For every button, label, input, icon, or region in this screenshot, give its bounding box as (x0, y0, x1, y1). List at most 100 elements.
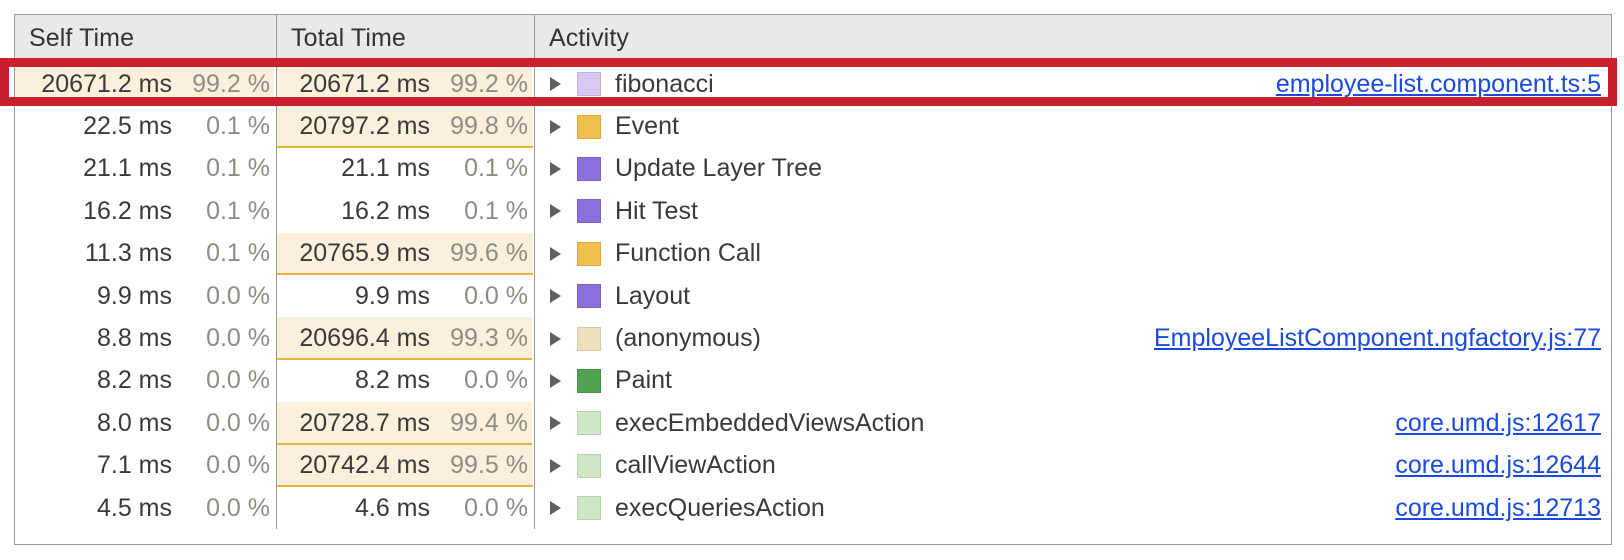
activity-name: Paint (615, 366, 672, 395)
expand-triangle-icon[interactable] (545, 455, 567, 477)
category-color-swatch-icon (577, 411, 601, 436)
source-location-link[interactable]: EmployeeListComponent.ngfactory.js:77 (1154, 324, 1601, 353)
expand-triangle-icon[interactable] (545, 116, 567, 138)
activity-name: execEmbeddedViewsAction (615, 408, 925, 437)
source-location-link[interactable]: core.umd.js:12617 (1395, 408, 1601, 437)
total-time-percent: 0.0 % (464, 493, 528, 522)
expand-triangle-icon[interactable] (545, 158, 567, 180)
category-color-swatch-icon (577, 496, 601, 521)
self-time-percent: 0.0 % (206, 493, 270, 522)
self-time-percent: 0.1 % (206, 239, 270, 268)
self-time-value: 22.5 ms (83, 112, 172, 141)
expand-triangle-icon[interactable] (545, 328, 567, 350)
self-time-value: 11.3 ms (84, 239, 172, 268)
source-location-link[interactable]: employee-list.component.ts:5 (1275, 69, 1601, 98)
self-time-percent: 0.0 % (206, 408, 270, 437)
activity-name: Update Layer Tree (615, 154, 823, 183)
expand-triangle-icon[interactable] (545, 73, 567, 95)
category-color-swatch-icon (577, 326, 601, 351)
self-time-percent: 0.0 % (206, 281, 270, 310)
column-header-total-time-label: Total Time (291, 24, 406, 52)
source-location-link[interactable]: core.umd.js:12713 (1395, 493, 1601, 522)
self-time-percent: 0.1 % (206, 196, 270, 225)
self-time-percent: 99.2 % (192, 69, 270, 98)
cell-activity: Layout (535, 275, 1611, 317)
cell-self-time: 16.2 ms 0.1 % (15, 190, 277, 233)
cell-self-time: 11.3 ms 0.1 % (15, 232, 277, 275)
self-time-value: 8.0 ms (96, 408, 172, 437)
cell-self-time: 4.5 ms 0.0 % (15, 486, 277, 530)
self-time-value: 21.1 ms (83, 154, 172, 183)
cell-self-time: 20671.2 ms 99.2 % (15, 63, 277, 106)
total-time-value: 8.2 ms (354, 366, 430, 395)
activity-name: Function Call (615, 239, 761, 268)
self-time-value: 9.9 ms (96, 281, 172, 310)
total-time-value: 20765.9 ms (299, 239, 430, 268)
cell-activity: Event (535, 105, 1611, 147)
self-time-percent: 0.0 % (206, 366, 270, 395)
total-time-percent: 99.2 % (450, 69, 528, 98)
cell-self-time: 9.9 ms 0.0 % (15, 274, 277, 318)
cell-activity: callViewAction core.umd.js:12644 (535, 445, 1611, 487)
category-color-swatch-icon (577, 199, 601, 224)
total-time-percent: 99.6 % (450, 239, 528, 268)
self-time-value: 4.5 ms (96, 493, 172, 522)
expand-triangle-icon[interactable] (545, 497, 567, 519)
total-time-value: 20797.2 ms (299, 112, 430, 141)
source-location-link[interactable]: core.umd.js:12644 (1395, 451, 1601, 480)
total-time-value: 4.6 ms (354, 493, 430, 522)
self-time-value: 16.2 ms (83, 196, 172, 225)
cell-self-time: 8.8 ms 0.0 % (15, 317, 277, 360)
expand-triangle-icon[interactable] (545, 412, 567, 434)
expand-triangle-icon[interactable] (545, 200, 567, 222)
self-time-value: 8.8 ms (96, 324, 172, 353)
self-time-percent: 0.0 % (206, 324, 270, 353)
column-header-total-time[interactable]: Total Time (277, 15, 535, 62)
self-time-value: 20671.2 ms (41, 69, 172, 98)
activity-name: Event (615, 112, 679, 141)
profiler-table: Self Time Total Time Activity 20671.2 ms… (14, 14, 1612, 545)
activity-name: Hit Test (615, 196, 698, 225)
expand-triangle-icon[interactable] (545, 370, 567, 392)
self-time-percent: 0.0 % (206, 451, 270, 480)
category-color-swatch-icon (577, 368, 601, 393)
expand-triangle-icon[interactable] (545, 285, 567, 307)
self-time-percent: 0.1 % (206, 112, 270, 141)
cell-activity: execEmbeddedViewsAction core.umd.js:12617 (535, 402, 1611, 444)
activity-name: fibonacci (615, 69, 714, 98)
cell-activity: Hit Test (535, 190, 1611, 232)
self-time-value: 7.1 ms (96, 451, 172, 480)
total-time-value: 16.2 ms (341, 196, 430, 225)
total-time-percent: 0.0 % (464, 281, 528, 310)
table-row[interactable]: 11.3 ms 0.1 % 20765.9 ms 99.6 % Function Cal… (15, 232, 1611, 275)
category-color-swatch-icon (577, 453, 601, 478)
column-header-activity[interactable]: Activity (535, 15, 1611, 62)
cell-self-time: 22.5 ms 0.1 % (15, 105, 277, 148)
expand-triangle-icon[interactable] (545, 243, 567, 265)
cell-self-time: 8.0 ms 0.0 % (15, 402, 277, 445)
category-color-swatch-icon (577, 72, 601, 97)
activity-name: callViewAction (615, 451, 776, 480)
column-header-self-time[interactable]: Self Time (15, 15, 277, 62)
